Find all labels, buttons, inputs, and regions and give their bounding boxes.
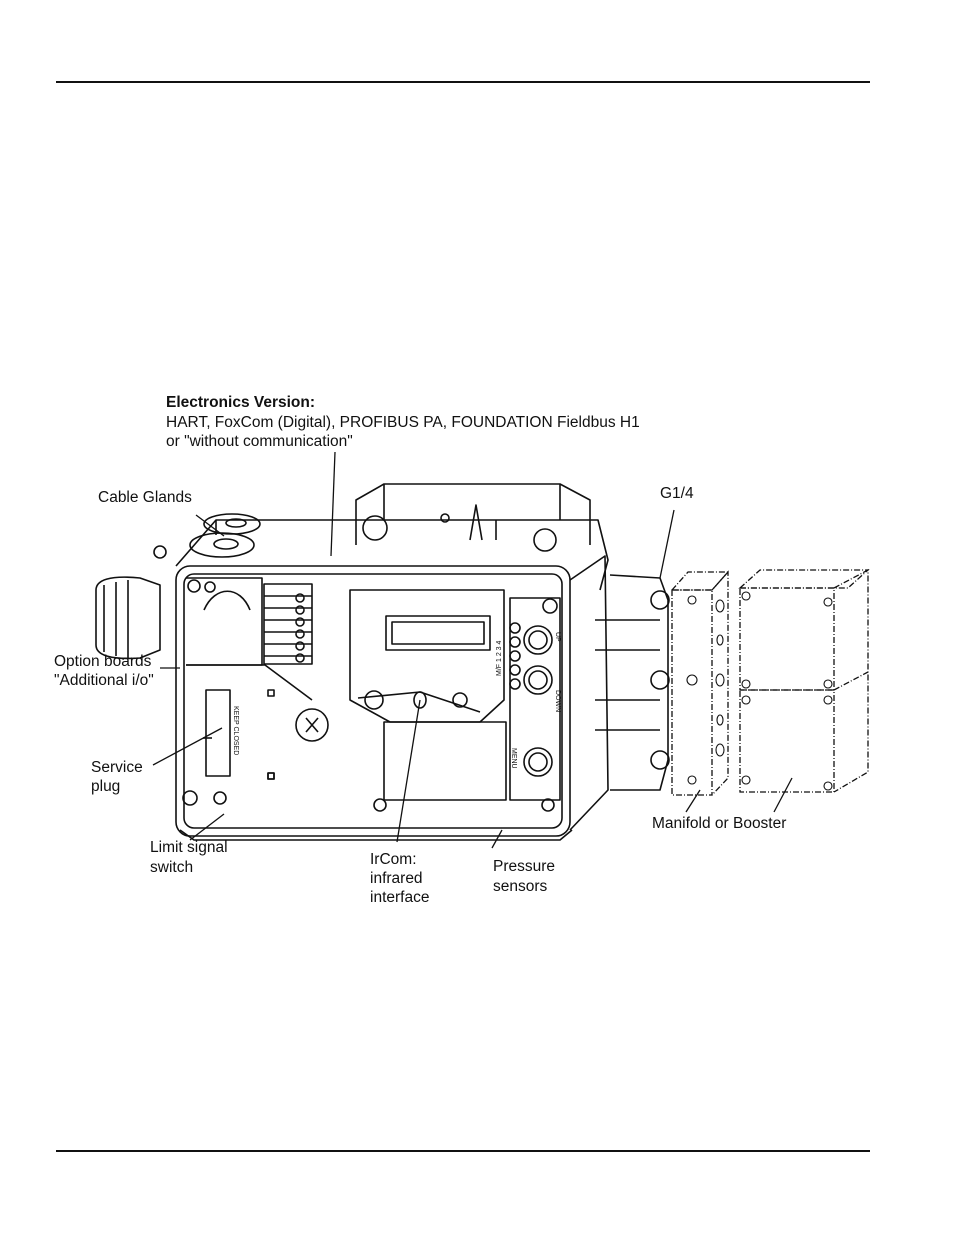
pressure-sensors-label: Pressure [493, 857, 555, 877]
ircom-label-2: infrared [370, 869, 423, 889]
electronics-version-line1: HART, FoxCom (Digital), PROFIBUS PA, FOU… [166, 413, 640, 433]
g14-label: G1/4 [660, 484, 694, 504]
cable-glands-label: Cable Glands [98, 488, 192, 508]
pressure-sensors-label-2: sensors [493, 877, 547, 897]
mf-indicator-text: M/F 1 2 3 4 [496, 640, 503, 676]
electronics-version-line2: or "without communication" [166, 432, 353, 452]
limit-signal-label-2: switch [150, 858, 193, 878]
additional-io-label: "Additional i/o" [54, 671, 154, 691]
down-button-text: DOWN [554, 690, 561, 712]
ircom-label-3: interface [370, 888, 429, 908]
limit-signal-label: Limit signal [150, 838, 228, 858]
up-button-text: UP [554, 632, 561, 642]
menu-button-text: MENU [510, 748, 517, 769]
service-plug-label: Service [91, 758, 143, 778]
option-boards-label: Option boards [54, 652, 151, 672]
service-plug-label-2: plug [91, 777, 120, 797]
electronics-version-heading: Electronics Version: [166, 393, 315, 413]
manifold-booster-label: Manifold or Booster [652, 814, 786, 834]
ircom-label: IrCom: [370, 850, 417, 870]
keep-closed-text: KEEP CLOSED [232, 706, 239, 755]
